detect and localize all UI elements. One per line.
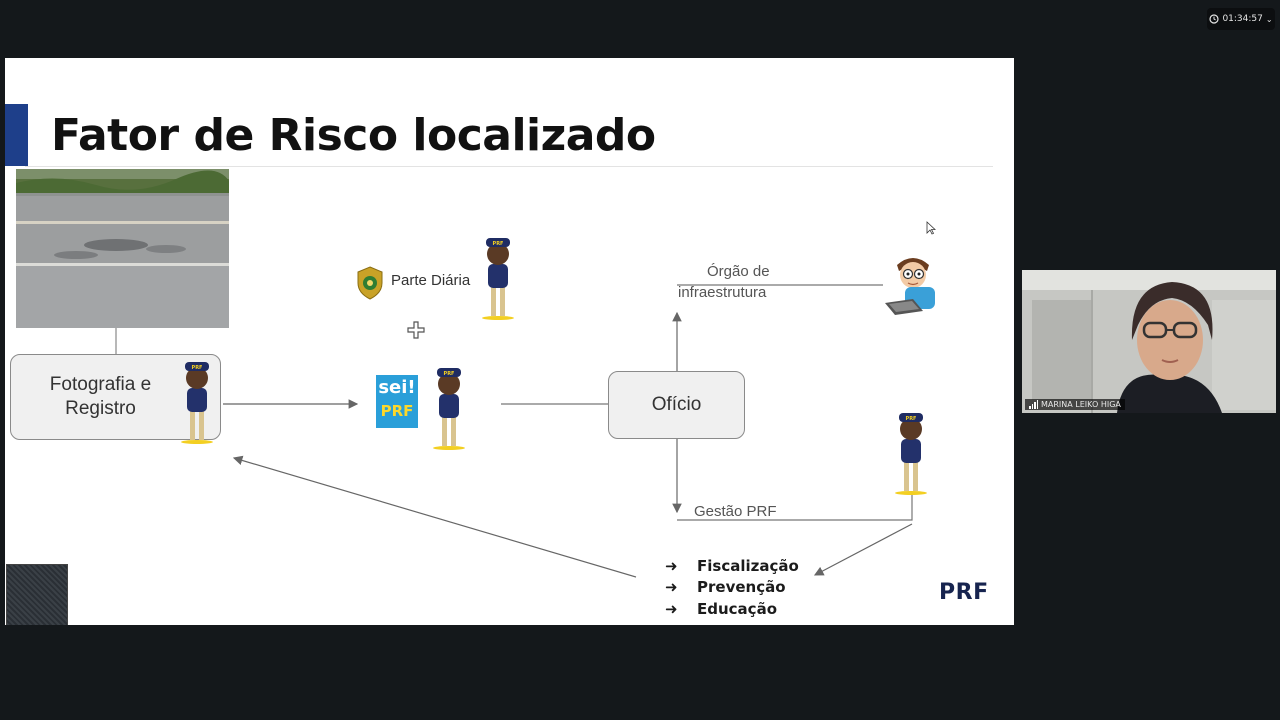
list-item: ➜ Prevenção <box>665 577 799 599</box>
road-pothole-photo <box>16 169 229 328</box>
officer-icon: PRF <box>433 368 465 450</box>
list-item: ➜ Educação <box>665 598 799 620</box>
prf-logo: PRF <box>939 580 989 605</box>
presentation-slide: Fator de Risco localizado <box>5 58 1014 625</box>
slide-title: Fator de Risco localizado <box>51 110 656 161</box>
clock-icon <box>1209 14 1220 24</box>
timer-text: 01:34:57 <box>1222 14 1263 24</box>
actions-list: ➜ Fiscalização ➜ Prevenção ➜ Educação <box>665 555 799 620</box>
arrow-right-icon: ➜ <box>665 599 678 618</box>
participant-name-tag: MARINA LEIKO HIGA <box>1025 399 1125 410</box>
svg-text:PRF: PRF <box>444 371 455 377</box>
title-divider <box>25 166 993 167</box>
orgao-label-line1: Órgão de <box>707 263 770 280</box>
svg-text:PRF: PRF <box>493 241 504 247</box>
chevron-down-icon: ⌄ <box>1265 14 1273 24</box>
flow-connectors <box>115 284 913 578</box>
participant-video-tile[interactable] <box>1022 270 1276 413</box>
officer-icon: PRF <box>895 413 927 495</box>
svg-text:PRF: PRF <box>192 365 203 371</box>
title-accent-bar <box>5 104 28 166</box>
box-foto-line1: Fotografia e <box>49 374 152 395</box>
parte-diaria-label: Parte Diária <box>391 272 471 289</box>
svg-text:PRF: PRF <box>906 416 917 422</box>
officer-icon: PRF <box>181 362 213 444</box>
sei-logo-line1: sei! <box>378 377 416 398</box>
gestao-prf-label: Gestão PRF <box>694 503 777 520</box>
action-label: Educação <box>697 599 777 618</box>
arrow-right-icon: ➜ <box>665 556 678 575</box>
plus-icon <box>407 321 425 339</box>
officer-icon: PRF <box>482 238 514 320</box>
list-item: ➜ Fiscalização <box>665 555 799 577</box>
sei-logo-line2: PRF <box>380 402 414 420</box>
meeting-timer[interactable]: 01:34:57 ⌄ <box>1207 8 1275 30</box>
orgao-label-line2: infraestrutura <box>678 284 767 301</box>
action-label: Prevenção <box>697 578 786 597</box>
prf-badge-icon <box>357 266 383 300</box>
mouse-cursor-icon <box>926 221 936 235</box>
oficio-box: Ofício <box>608 371 745 439</box>
oficio-label: Ofício <box>651 394 702 415</box>
box-foto-line2: Registro <box>65 398 136 419</box>
corner-thumbnail[interactable] <box>6 564 68 625</box>
arrow-right-icon: ➜ <box>665 578 678 597</box>
action-label: Fiscalização <box>697 556 799 575</box>
signal-bars-icon <box>1029 400 1038 409</box>
sei-prf-logo: sei! PRF <box>376 375 418 428</box>
participant-name: MARINA LEIKO HIGA <box>1041 400 1121 409</box>
computer-user-icon <box>885 258 935 315</box>
